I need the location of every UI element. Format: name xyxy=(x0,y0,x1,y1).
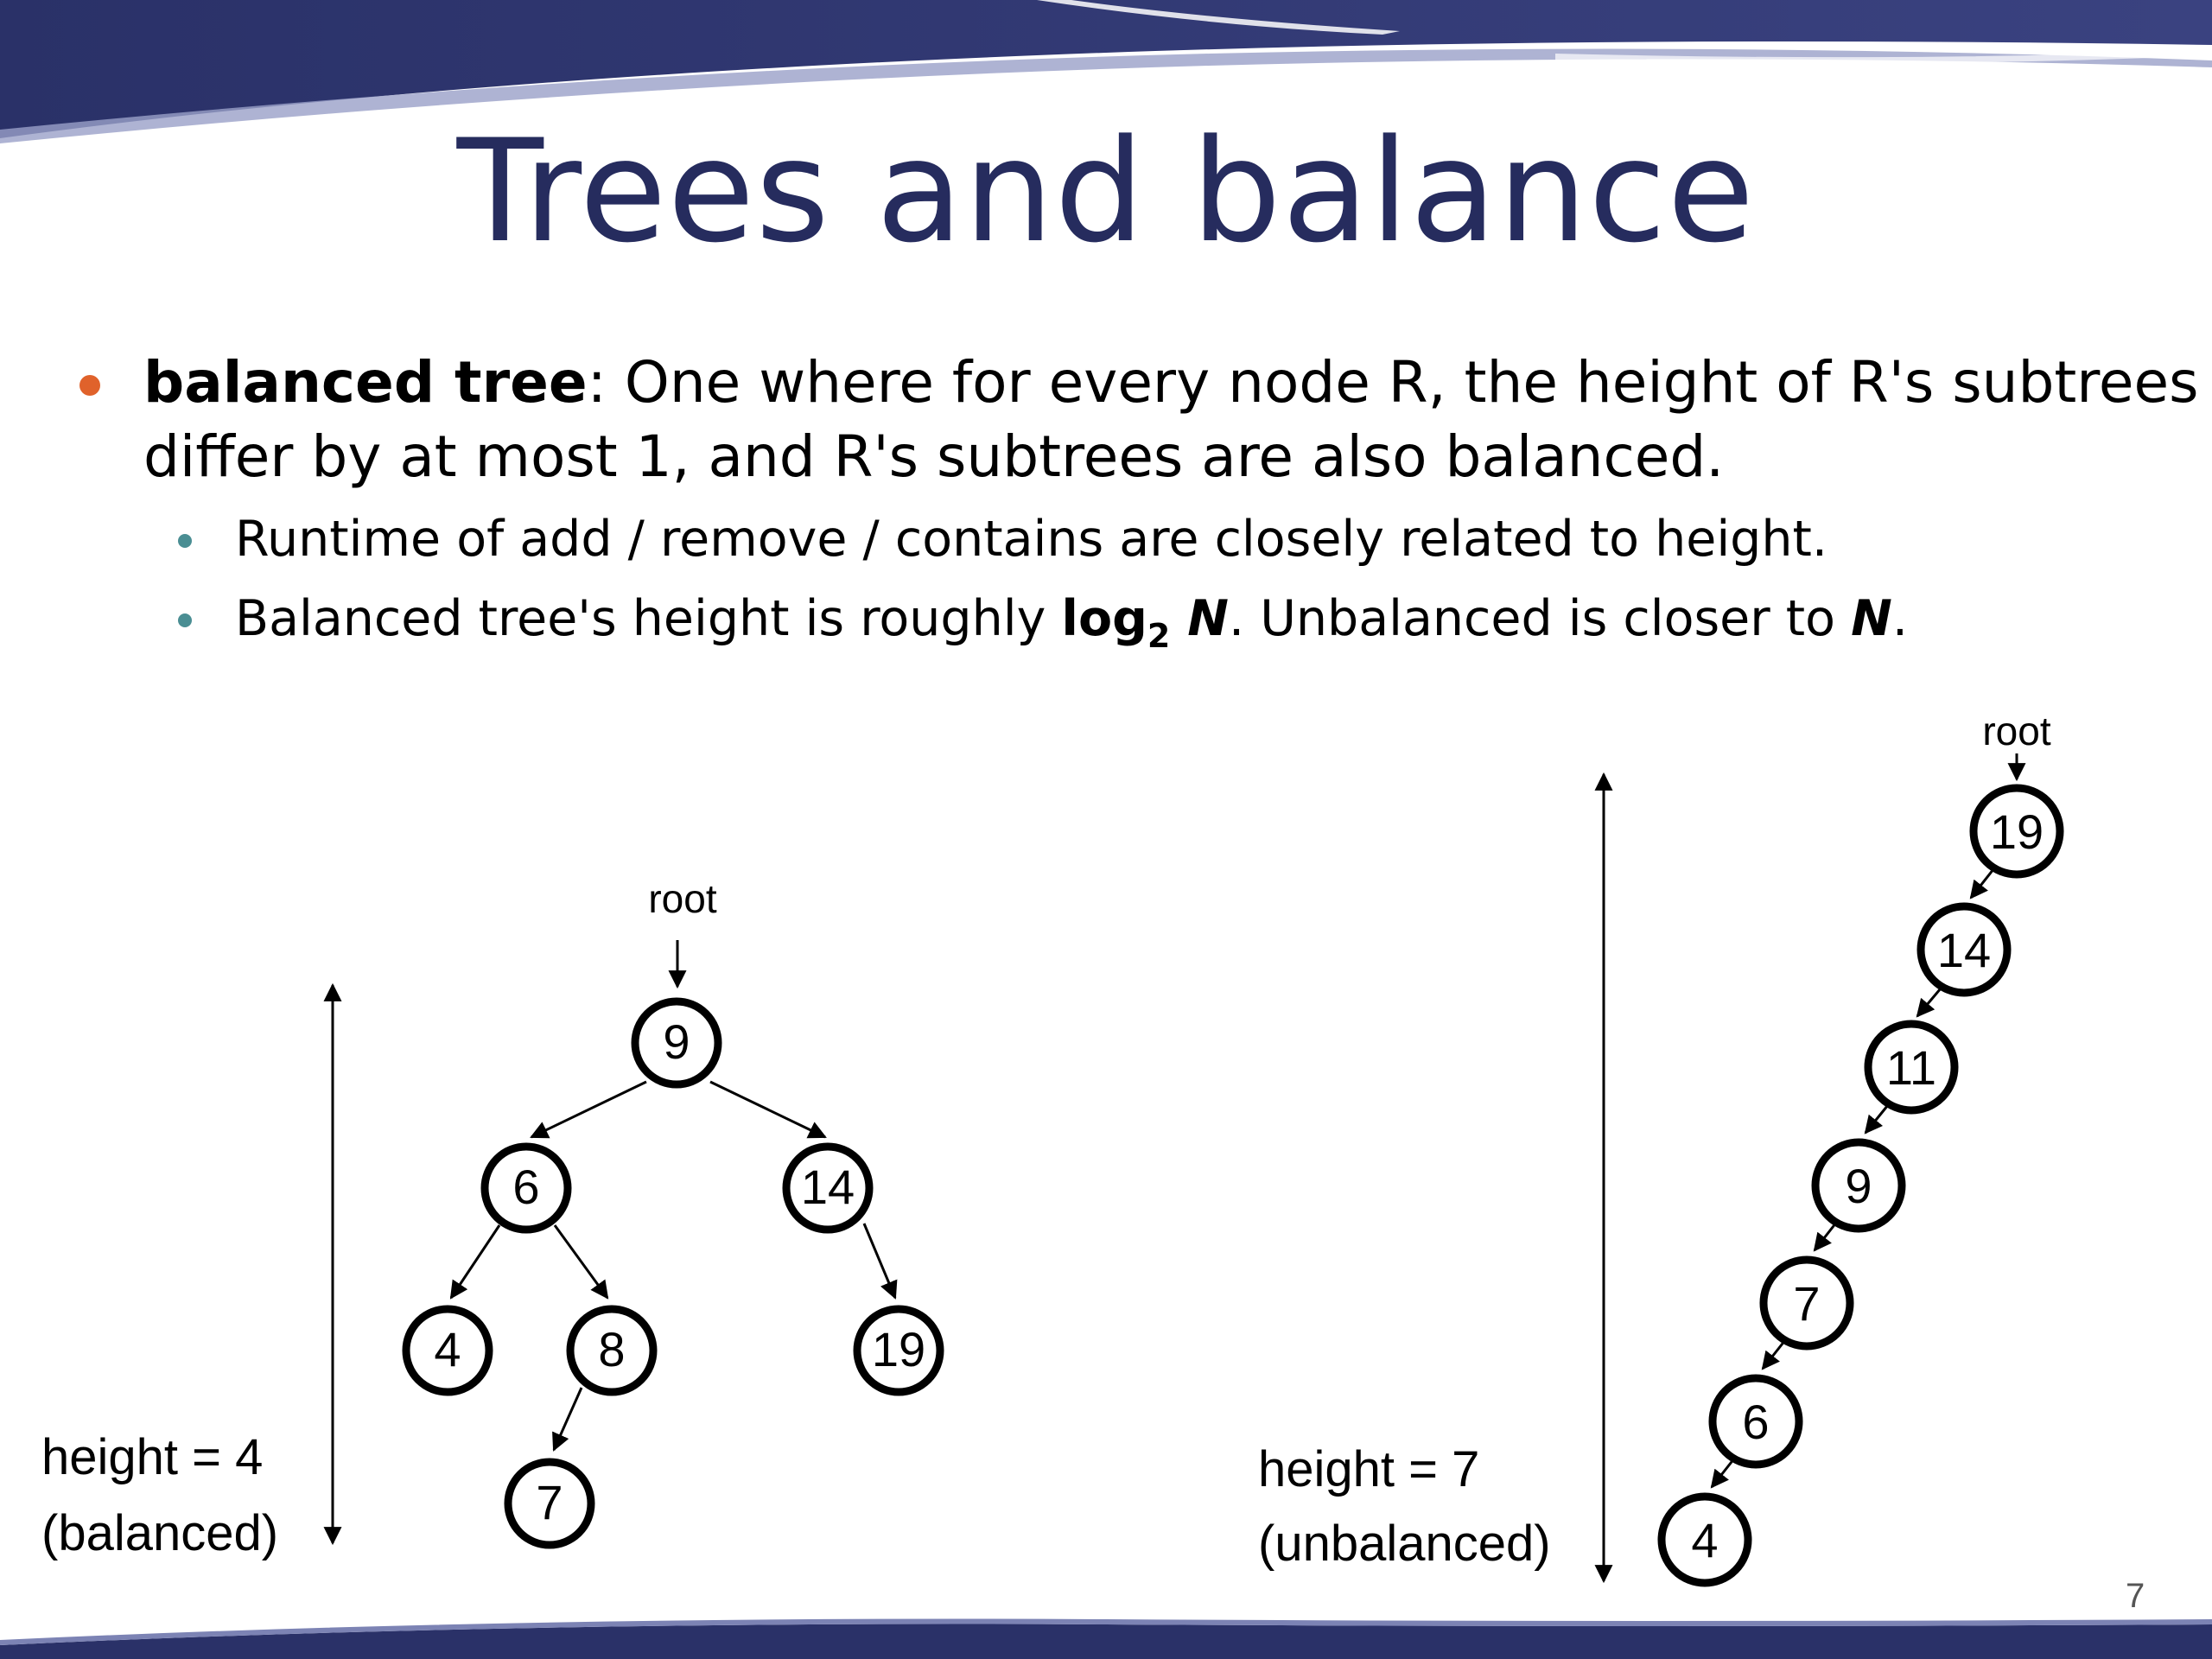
tree-node: 14 xyxy=(1916,902,2012,997)
tree-node: 4 xyxy=(1657,1492,1752,1587)
n-symbol: N xyxy=(1851,590,1892,647)
node-value: 8 xyxy=(598,1322,625,1376)
sub-bullet-text: Runtime of add / remove / contains are c… xyxy=(235,511,1827,568)
sub-bullet-dot-icon xyxy=(178,613,192,627)
text-end: . xyxy=(1891,590,1908,647)
unbalanced-root-label: root xyxy=(1982,709,2050,753)
unbalanced-status-label: (unbalanced) xyxy=(1258,1516,1551,1572)
tree-node: 4 xyxy=(402,1305,493,1396)
node-value: 14 xyxy=(1937,923,1991,977)
tree-node: 8 xyxy=(566,1305,658,1396)
tree-node: 9 xyxy=(1811,1138,1906,1233)
log-base: 2 xyxy=(1147,617,1171,655)
bullet-dot-icon xyxy=(79,375,100,396)
tree-node: 6 xyxy=(480,1142,572,1234)
edge-6-8 xyxy=(553,1224,609,1300)
node-value: 6 xyxy=(1742,1395,1769,1449)
node-value: 14 xyxy=(801,1160,855,1214)
text-mid: . Unbalanced is closer to xyxy=(1228,590,1852,647)
tree-node: 6 xyxy=(1708,1374,1803,1469)
page-number: 7 xyxy=(2126,1577,2145,1615)
log-text: log xyxy=(1061,590,1147,647)
edge-9-6 xyxy=(530,1080,647,1139)
node-value: 7 xyxy=(536,1475,563,1529)
node-value: 4 xyxy=(434,1322,461,1376)
definition-text: : One where for every node R, the height… xyxy=(143,349,2199,490)
n-symbol: N xyxy=(1187,590,1229,647)
node-value: 9 xyxy=(1845,1159,1872,1213)
balanced-tree: root 9 6 14 4 xyxy=(41,876,944,1561)
tree-node: 14 xyxy=(782,1142,874,1234)
sub-bullet-dot-icon xyxy=(178,534,192,548)
term-balanced-tree: balanced tree xyxy=(143,349,588,416)
edge-14-19 xyxy=(862,1223,898,1300)
edge-9-14 xyxy=(709,1080,827,1139)
unbalanced-height-label: height = 7 xyxy=(1258,1441,1479,1497)
sub-bullet-text: Balanced tree's height is roughly log2 N… xyxy=(235,588,1908,655)
log-term: log2 N xyxy=(1061,590,1229,655)
tree-node: 7 xyxy=(1759,1255,1854,1351)
tree-node: 7 xyxy=(504,1458,595,1549)
edge-6-4 xyxy=(449,1224,501,1300)
node-value: 7 xyxy=(1793,1276,1820,1331)
bullet-text: balanced tree: One where for every node … xyxy=(143,346,2212,494)
node-value: 19 xyxy=(1990,804,2044,859)
text-pre: Balanced tree's height is roughly xyxy=(235,590,1062,647)
balanced-height-label: height = 4 xyxy=(41,1429,263,1485)
tree-node: 11 xyxy=(1864,1020,1959,1115)
slide-title: Trees and balance xyxy=(456,109,1756,274)
unbalanced-tree: root 19 14 11 9 xyxy=(1258,709,2064,1587)
node-value: 6 xyxy=(512,1160,539,1214)
balanced-root-label: root xyxy=(648,876,716,921)
tree-node: 19 xyxy=(853,1305,944,1396)
tree-node: 19 xyxy=(1969,784,2064,879)
tree-node: 9 xyxy=(631,997,722,1089)
node-value: 9 xyxy=(663,1014,690,1069)
node-value: 19 xyxy=(872,1322,925,1376)
balanced-status-label: (balanced) xyxy=(41,1505,278,1561)
node-value: 11 xyxy=(1886,1040,1936,1095)
edge-8-7 xyxy=(552,1387,583,1452)
node-value: 4 xyxy=(1691,1513,1718,1567)
